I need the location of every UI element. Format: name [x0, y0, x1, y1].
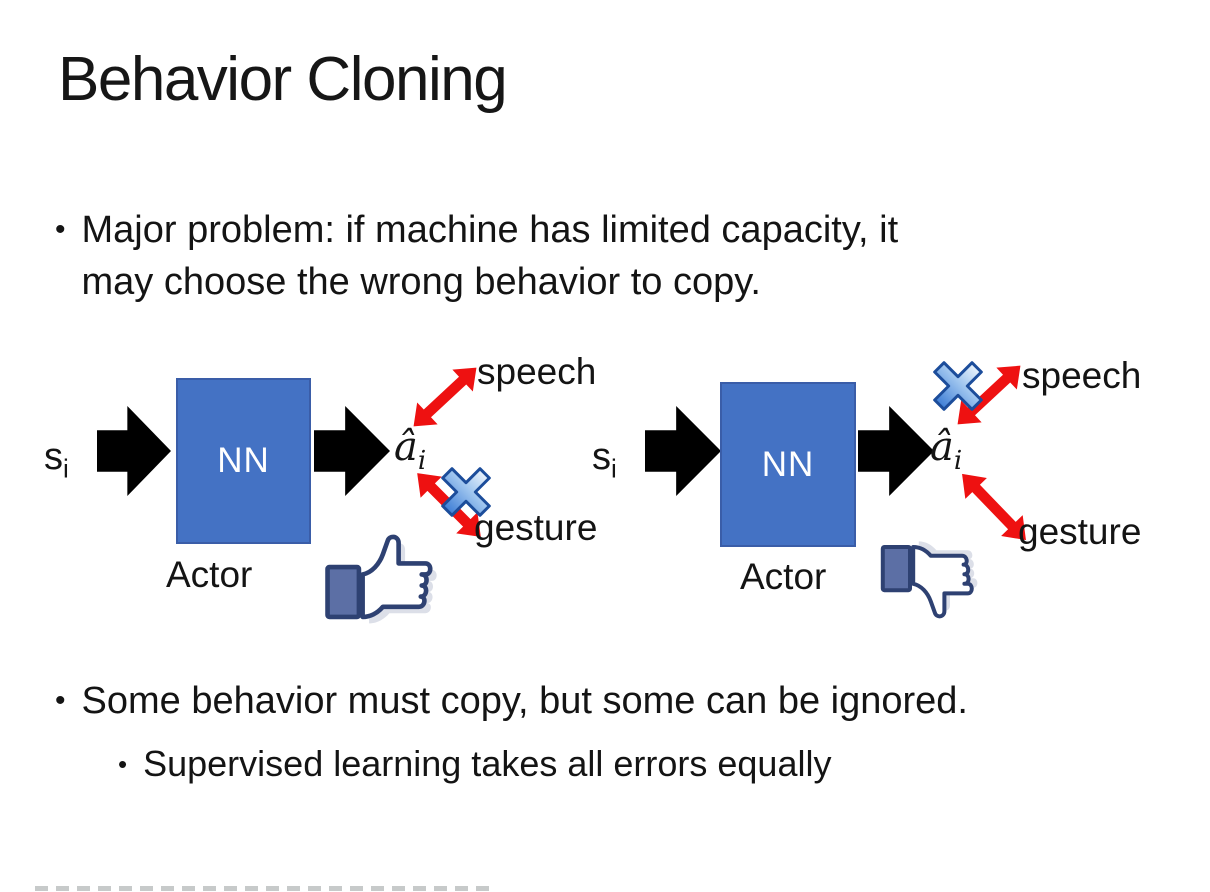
bullet-supervised-text: Supervised learning takes all errors equ…	[143, 743, 832, 784]
gesture-arrow-icon	[962, 473, 1026, 541]
gesture-label: gesture	[474, 507, 598, 548]
nn-box: NN	[176, 378, 311, 544]
nn-box-label: NN	[761, 444, 815, 484]
bullet-line-2: may choose the wrong behavior to copy.	[81, 261, 761, 303]
gesture-label: gesture	[1018, 511, 1142, 552]
bullet-line-1: Major problem: if machine has limited ca…	[81, 209, 899, 251]
thumbs-down-icon	[880, 541, 978, 619]
actor-label: Actor	[166, 554, 253, 595]
predicted-action-label: âi	[394, 424, 427, 476]
block-arrow-icon	[645, 406, 721, 496]
bullet-some-behavior: • Some behavior must copy, but some can …	[55, 676, 968, 726]
cross-out-icon	[933, 361, 983, 411]
bullet-dot: •	[118, 749, 128, 779]
thumbs-up-icon	[325, 534, 437, 624]
nn-box-label: NN	[217, 441, 270, 480]
predicted-action-label: âi	[930, 424, 963, 476]
bullet-supervised: • Supervised learning takes all errors e…	[118, 740, 831, 788]
input-state-label: si	[592, 436, 617, 484]
input-state-label: si	[44, 436, 69, 484]
block-arrow-icon	[97, 406, 171, 496]
bullet-some-behavior-text: Some behavior must copy, but some can be…	[81, 680, 968, 722]
actor-label: Actor	[740, 556, 827, 597]
nn-box: NN	[720, 382, 856, 547]
speech-label: speech	[1022, 355, 1142, 396]
page-title: Behavior Cloning	[58, 45, 508, 114]
speech-label: speech	[477, 351, 597, 392]
speech-arrow-icon	[413, 367, 477, 427]
bullet-major-problem-text: Major problem: if machine has limited ca…	[82, 204, 899, 308]
block-arrow-icon	[858, 406, 934, 496]
bullet-major-problem: • Major problem: if machine has limited …	[55, 204, 1065, 308]
bullet-dot: •	[55, 213, 66, 246]
cross-out-icon	[441, 467, 491, 517]
bullet-dot: •	[55, 684, 66, 717]
block-arrow-icon	[314, 406, 390, 496]
cutoff-text-strip	[35, 886, 490, 891]
